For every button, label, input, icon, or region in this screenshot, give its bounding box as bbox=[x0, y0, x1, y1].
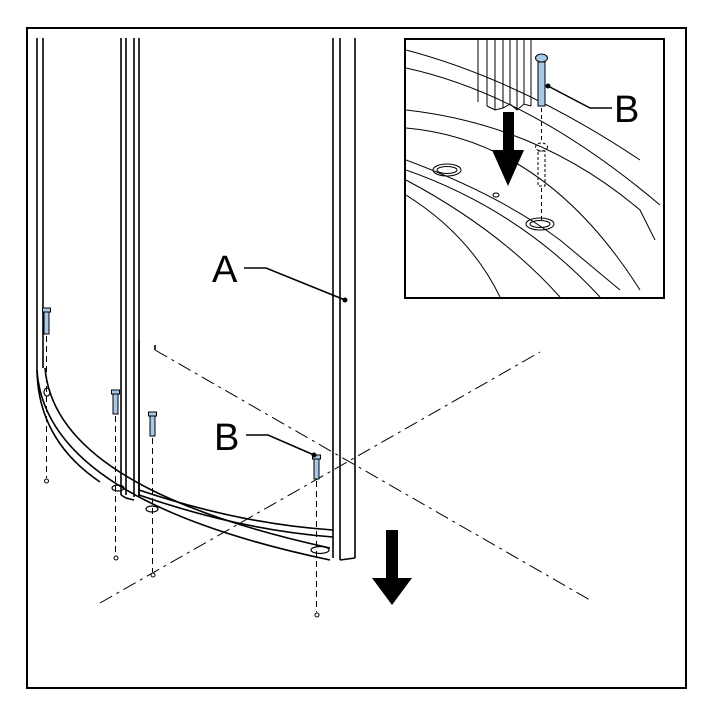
label-a-callout: A bbox=[212, 249, 348, 303]
left-side-panel bbox=[36, 38, 101, 483]
inset-slot-right bbox=[525, 217, 555, 231]
tray-slot-holes bbox=[43, 387, 330, 555]
label-b-main-callout: B bbox=[214, 417, 317, 459]
inset-round-hole bbox=[492, 192, 500, 198]
inset-post-profile bbox=[477, 40, 532, 111]
main-pins bbox=[42, 307, 321, 618]
inset-pin bbox=[535, 53, 548, 222]
main-scene bbox=[36, 38, 591, 604]
label-b-main: B bbox=[214, 417, 239, 459]
inset-slot-left bbox=[432, 163, 462, 177]
down-arrow-icon bbox=[372, 530, 412, 605]
pin-b bbox=[312, 454, 321, 618]
inset-frame bbox=[404, 38, 665, 299]
door-panel-a bbox=[332, 38, 356, 561]
center-post bbox=[120, 38, 140, 501]
inset-down-arrow-icon bbox=[492, 112, 524, 186]
detail-inset: B bbox=[404, 38, 665, 299]
pin-1 bbox=[42, 307, 51, 484]
label-b-inset: B bbox=[614, 89, 639, 131]
curved-bottom-tray bbox=[36, 340, 334, 561]
outer-frame bbox=[26, 27, 687, 689]
pin-2 bbox=[111, 389, 120, 561]
label-b-inset-callout: B bbox=[545, 83, 639, 131]
floor-axis-lines bbox=[99, 349, 591, 604]
pin-3 bbox=[148, 411, 157, 578]
label-a: A bbox=[212, 249, 238, 291]
